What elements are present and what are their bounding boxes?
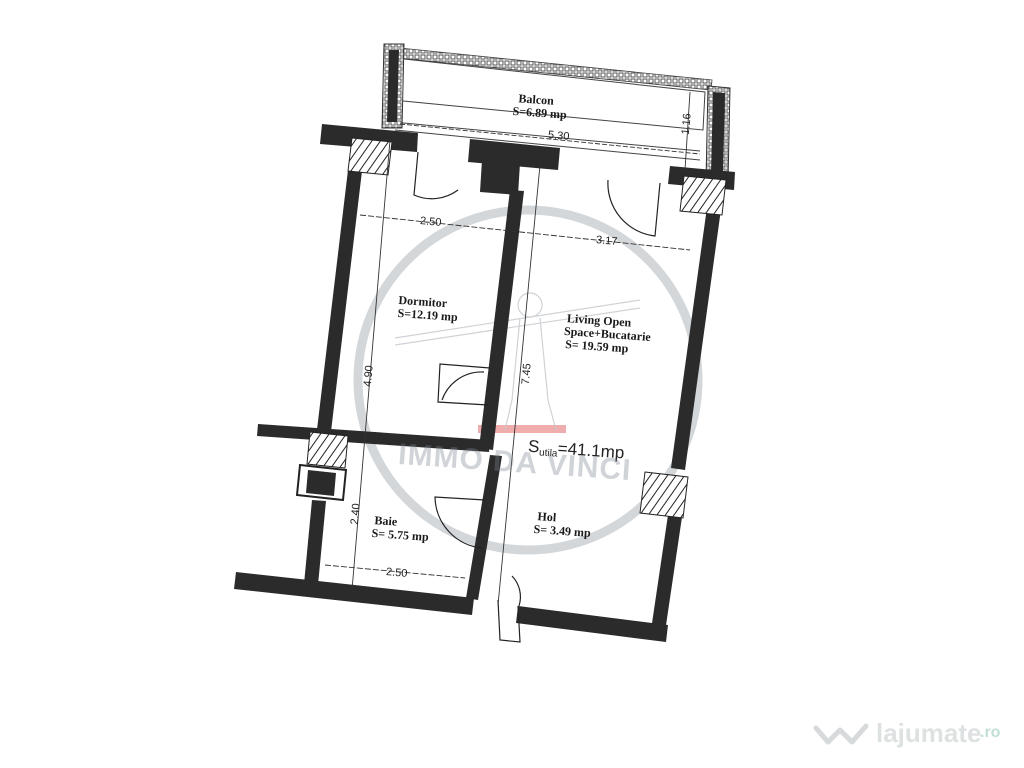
doors	[413, 151, 661, 643]
dim-balcony-width: 5.30	[547, 129, 570, 143]
columns	[295, 137, 727, 519]
dim-bedroom-length: 4.90	[361, 364, 376, 388]
dim-bath-length: 2.40	[348, 502, 363, 526]
dim-balcony-depth: 1.16	[679, 112, 694, 136]
room-label-dormitor: Dormitor S=12.19 mp	[397, 293, 459, 324]
dim-living-width: 3.17	[595, 234, 618, 248]
dimension-lines	[324, 91, 701, 606]
site-name: lajumate	[876, 718, 982, 748]
room-label-baie: Baie S= 5.75 mp	[371, 513, 430, 544]
watermark-logo	[353, 205, 703, 555]
balcony-columns	[381, 43, 731, 183]
dim-bath-width: 2.50	[385, 566, 408, 580]
room-label-hol: Hol S= 3.49 mp	[533, 509, 592, 540]
dim-bedroom-width: 2.50	[419, 215, 442, 229]
room-label-living: Living Open Space+Bucatarie S= 19.59 mp	[564, 311, 652, 357]
site-suffix: .ro	[980, 724, 1001, 741]
room-label-balcon: Balcon S=6.89 mp	[512, 91, 568, 121]
dim-living-length: 7.45	[519, 362, 534, 386]
walls	[234, 124, 735, 642]
site-logo-icon	[813, 723, 869, 745]
